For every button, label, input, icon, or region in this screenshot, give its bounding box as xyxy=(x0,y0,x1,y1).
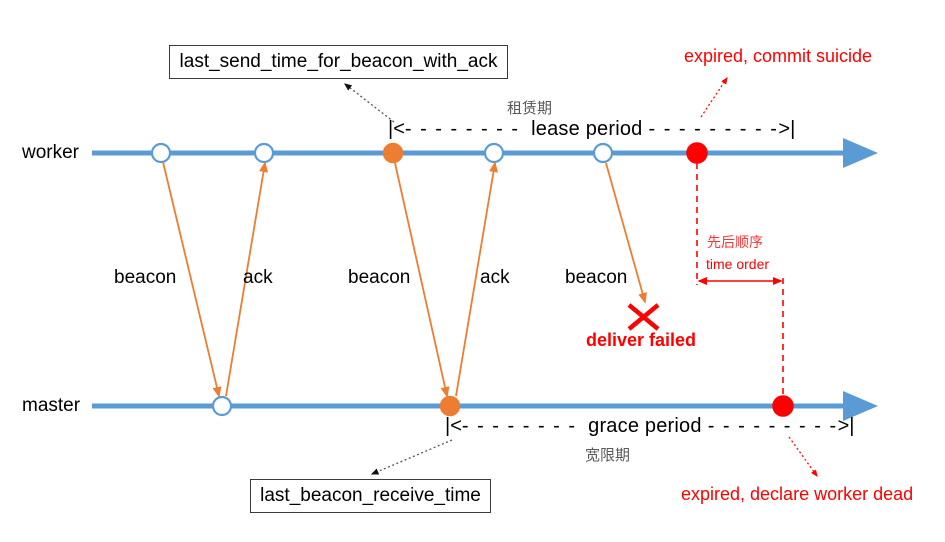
grace-period-cn-label: 宽限期 xyxy=(585,447,631,464)
message-label-beacon-2: beacon xyxy=(348,267,411,288)
lease-period-cn-label: 租赁期 xyxy=(507,100,553,117)
leader-worker-expired xyxy=(700,77,728,118)
worker-timeline xyxy=(92,138,878,168)
deliver-failed-label: deliver failed xyxy=(586,330,697,350)
master-event-dot xyxy=(211,395,233,417)
lease-bracket-dashes-right: - - - - - - - - - xyxy=(648,118,779,140)
lease-period-label: lease period xyxy=(531,118,643,140)
leader-last-send-time xyxy=(343,83,395,123)
grace-bracket-dashes-right: - - - - - - - - - xyxy=(707,415,838,437)
lease-bracket-right-cap: >| xyxy=(778,118,796,140)
worker-expiry-dot xyxy=(686,142,708,164)
message-arrows xyxy=(162,161,660,398)
message-label-ack-2: ack xyxy=(480,267,510,288)
leader-master-expired xyxy=(788,436,818,477)
ack-arrow-2 xyxy=(455,161,498,397)
master-last-receive-dot xyxy=(439,395,461,417)
expiry-leaders xyxy=(700,77,818,477)
message-label-beacon-3: beacon xyxy=(565,267,628,288)
worker-event-dot xyxy=(253,142,275,164)
beacon-arrow-2 xyxy=(394,162,450,398)
time-order-guides xyxy=(696,163,784,396)
grace-period-bracket: |<- - - - - - - - grace period- - - - - … xyxy=(445,415,855,438)
callout-last-beacon-receive-time[interactable]: last_beacon_receive_time xyxy=(250,479,491,513)
worker-event-dot xyxy=(150,142,172,164)
worker-expired-label: expired, commit suicide xyxy=(684,46,873,66)
master-timeline xyxy=(92,391,878,421)
worker-event-dot xyxy=(592,142,614,164)
beacon-arrow-3-failed xyxy=(605,162,647,304)
grace-bracket-right-cap: >| xyxy=(837,415,855,437)
master-expired-label: expired, declare worker dead xyxy=(681,484,914,504)
deliver-failed-x-icon xyxy=(627,303,660,331)
leader-last-beacon-receive-time xyxy=(370,439,453,475)
lease-bracket-left-cap: |< xyxy=(388,118,405,140)
grace-period-label: grace period xyxy=(588,415,702,437)
grace-bracket-left-cap: |< xyxy=(445,415,462,437)
message-label-ack-1: ack xyxy=(243,267,273,288)
time-order-cn-label: 先后顺序 xyxy=(707,234,763,250)
master-expiry-dot xyxy=(772,395,794,417)
ack-arrow-1 xyxy=(225,161,268,397)
worker-last-send-dot xyxy=(382,142,404,164)
beacon-arrow-1 xyxy=(162,161,222,398)
worker-event-dot xyxy=(483,142,505,164)
grace-bracket-dashes-left: - - - - - - - - xyxy=(461,415,577,437)
time-order-label: time order xyxy=(706,256,770,272)
master-lane-label: master xyxy=(22,395,81,416)
callout-last-send-time[interactable]: last_send_time_for_beacon_with_ack xyxy=(169,45,508,79)
message-label-beacon-1: beacon xyxy=(114,267,177,288)
worker-lane-label: worker xyxy=(22,142,80,163)
lease-bracket-dashes-left: - - - - - - - - xyxy=(404,118,520,140)
lease-period-bracket: |<- - - - - - - - lease period- - - - - … xyxy=(388,118,795,141)
callout-leaders xyxy=(343,83,453,475)
